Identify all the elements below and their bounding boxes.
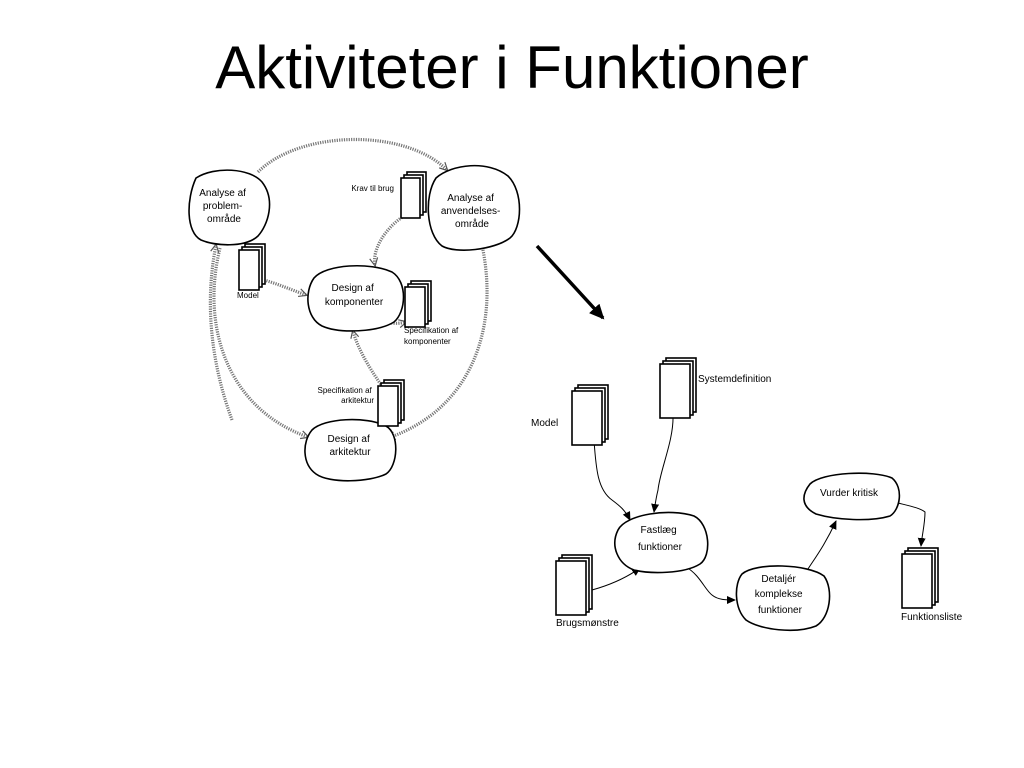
doc-funktionsliste: Funktionsliste xyxy=(901,547,963,623)
svg-text:Specifikation af kompo: Specifikation af komponenter xyxy=(404,326,461,346)
right-flow-diagram: Fastlæg funktioner Detaljér komplekse fu… xyxy=(531,357,963,632)
svg-text:Krav til brug: Krav til brug xyxy=(351,184,394,193)
flow-krav-to-komponenter xyxy=(375,214,405,265)
activity-detaljer-komplekse-funktioner: Detaljér komplekse funktioner xyxy=(735,565,831,632)
flow-detaljer-to-vurder xyxy=(805,520,837,573)
doc-krav-til-brug: Krav til brug xyxy=(351,171,427,219)
left-cycle-diagram: Analyse af problem- område Analyse af an… xyxy=(188,137,521,482)
doc-model-right: Model xyxy=(531,384,609,446)
svg-text:Analyse af problem-: Analyse af problem- område xyxy=(199,188,248,225)
doc-specifikation-arkitektur: Specifikation af arkitektur xyxy=(318,379,405,427)
activity-vurder-kritisk: Vurder kritisk xyxy=(803,472,901,521)
slide-title: Aktiviteter i Funktioner xyxy=(215,34,809,101)
svg-text:Specifikation af arkit: Specifikation af arkitektur xyxy=(318,386,375,405)
svg-text:Design af arkitektur: Design af arkitektur xyxy=(327,434,372,458)
flow-brugsmonstre-to-fastlaeg xyxy=(591,567,641,591)
activity-analyse-problemomraade: Analyse af problem- område xyxy=(188,169,271,246)
flow-komponenter-to-spec xyxy=(381,318,406,323)
flow-vurder-to-funktionsliste xyxy=(897,502,926,547)
zoom-arrow xyxy=(535,244,605,320)
svg-text:Design af komponenter: Design af komponenter xyxy=(325,283,384,308)
svg-text:Analyse af anvendelses: Analyse af anvendelses- område xyxy=(441,193,503,230)
svg-text:Model: Model xyxy=(237,291,259,300)
flow-problem-to-anvendelse xyxy=(256,137,447,174)
activity-design-komponenter: Design af komponenter xyxy=(307,264,405,332)
activity-fastlaeg-funktioner: Fastlæg funktioner xyxy=(614,511,709,574)
doc-systemdefinition: Systemdefinition xyxy=(659,357,771,419)
flow-spec-arkitektur-to-komponenter xyxy=(353,331,384,387)
svg-text:Systemdefinition: Systemdefinition xyxy=(698,374,771,385)
flow-anvendelse-to-arkitektur xyxy=(388,244,489,438)
svg-text:Model: Model xyxy=(531,418,558,429)
flow-arkitektur-to-problem xyxy=(208,245,234,421)
svg-text:Funktionsliste: Funktionsliste xyxy=(901,612,963,623)
doc-brugsmonstre: Brugsmønstre xyxy=(555,554,619,629)
flow-model-to-komponenter xyxy=(263,278,306,295)
svg-text:Detaljér komplekse: Detaljér komplekse funktioner xyxy=(755,574,806,616)
doc-model-left: Model xyxy=(237,243,266,300)
svg-text:Brugsmønstre: Brugsmønstre xyxy=(556,618,619,629)
svg-text:Fastlæg funktioner: Fastlæg funktioner xyxy=(638,525,683,553)
doc-specifikation-komponenter: Specifikation af komponenter xyxy=(404,280,461,346)
flow-systemdefinition-to-fastlaeg xyxy=(651,414,674,513)
activity-analyse-anvendelsesomraade: Analyse af anvendelses- område xyxy=(427,164,521,251)
activity-design-arkitektur: Design af arkitektur xyxy=(304,418,397,482)
flow-fastlaeg-to-detaljer xyxy=(685,566,736,604)
flow-model-to-fastlaeg xyxy=(593,439,631,521)
flow-problem-to-arkitektur xyxy=(212,247,308,437)
svg-text:Vurder kritisk: Vurder kritisk xyxy=(820,488,879,499)
